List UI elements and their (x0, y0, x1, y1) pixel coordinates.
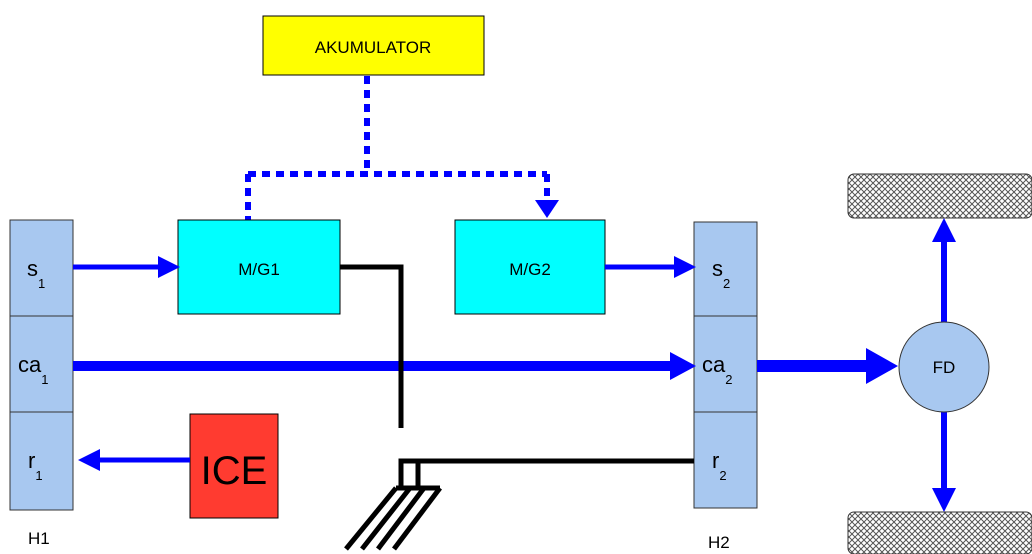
ground-symbol (344, 485, 442, 551)
fd-circle: FD (898, 321, 990, 413)
mg1-label: M/G1 (238, 260, 280, 279)
arrow-mg2-s2 (605, 256, 696, 278)
akumulator-label: AKUMULATOR (315, 38, 432, 57)
fd-output-down (932, 404, 956, 512)
wheel-top (847, 173, 1032, 219)
ice-block: ICE (189, 413, 279, 519)
h2-ca-sub: 2 (725, 372, 732, 387)
ice-label: ICE (201, 449, 268, 493)
h1-r-label: r (28, 448, 35, 473)
h2-ca-label: ca (702, 352, 726, 377)
r2-shaft (398, 458, 694, 488)
h2-r-sub: 2 (719, 468, 726, 483)
electric-link (245, 76, 559, 220)
h1-gearset: s1 ca1 r1 H1 (9, 219, 74, 548)
h1-ca-box (9, 315, 74, 413)
h2-s-box (693, 221, 758, 317)
h1-s-label: s (27, 256, 38, 281)
h2-s-sub: 2 (723, 276, 730, 291)
h2-r-box (693, 411, 758, 509)
mg1-block: M/G1 (177, 219, 341, 315)
h1-ca-sub: 1 (41, 372, 48, 387)
arrow-ice-r1 (78, 449, 190, 471)
svg-text:r1: r1 (28, 448, 43, 483)
arrow-s1-mg1 (73, 256, 180, 278)
akumulator-block: AKUMULATOR (262, 15, 485, 76)
h1-s-sub: 1 (38, 276, 45, 291)
mg2-block: M/G2 (454, 219, 606, 315)
svg-text:s2: s2 (712, 256, 730, 291)
fd-label: FD (933, 358, 956, 377)
wheel-bottom (847, 511, 1032, 554)
h1-s-box (9, 219, 74, 317)
h1-r-box (9, 411, 74, 511)
h2-ca-box (693, 315, 758, 413)
fd-output-up (932, 218, 956, 330)
arrow-ca2-fd (757, 348, 898, 384)
h2-s-label: s (712, 256, 723, 281)
h2-label: H2 (708, 533, 730, 552)
svg-text:ca2: ca2 (702, 352, 732, 387)
mg2-label: M/G2 (509, 260, 551, 279)
h1-label: H1 (28, 529, 50, 548)
svg-text:r2: r2 (712, 448, 727, 483)
h1-r-sub: 1 (35, 468, 42, 483)
h1-ca-label: ca (18, 352, 42, 377)
h2-r-label: r (712, 448, 719, 473)
svg-text:s1: s1 (27, 256, 45, 291)
h2-gearset: s2 ca2 r2 H2 (693, 221, 758, 552)
arrow-ca1-ca2 (73, 352, 696, 380)
mg1-shaft (340, 264, 404, 428)
svg-text:ca1: ca1 (18, 352, 48, 387)
